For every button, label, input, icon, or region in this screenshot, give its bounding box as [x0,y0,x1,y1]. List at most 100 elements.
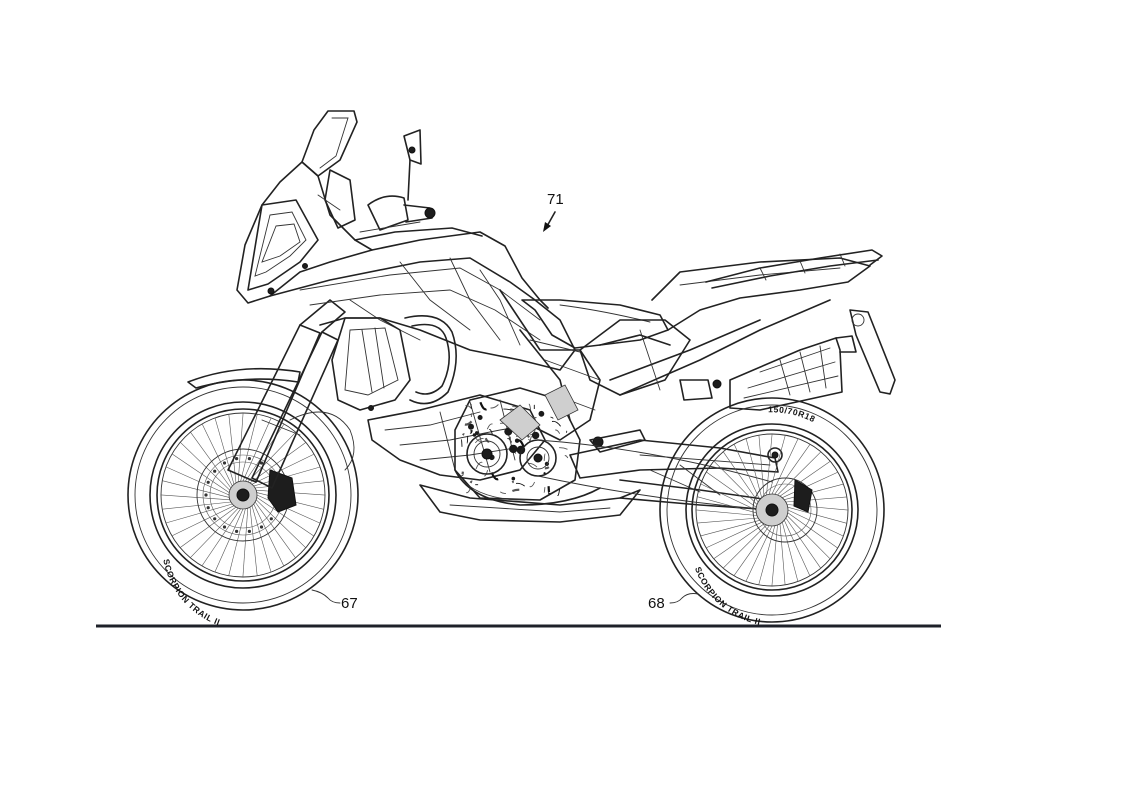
engine-detail-line [464,420,473,426]
engine-detail-line [529,481,536,488]
rear-tire-size: 150/70R18 [768,404,817,424]
engine-detail-line [475,461,483,470]
engine-detail-line [469,429,473,434]
engine-detail-line [559,447,568,450]
wheel-spoke [256,497,315,537]
front-fender [187,367,301,389]
wheel-spoke [787,512,838,549]
wheel-spoke [255,499,307,549]
brake-disc-hole [247,529,251,534]
brake-disc-hole [204,493,208,497]
wheel-spoke [228,508,246,576]
brake-disc-hole [259,525,264,529]
wheel-spoke [189,507,239,559]
wheel-spoke [242,508,249,578]
reference-68: 68 [648,593,699,612]
engine-detail-line [528,462,538,468]
engine-detail-line [469,480,473,484]
engine-detail-line [528,403,532,410]
wheel-spoke [247,431,297,483]
front-fairing [236,110,483,304]
wheel-spoke [774,444,811,495]
engine-detail-bolt [468,423,474,430]
wheel-spoke [697,517,759,524]
reference-67: 67 [311,589,358,612]
wheel-spoke [242,417,272,482]
engine-detail-line [475,437,482,442]
wheel-spoke [784,483,844,500]
wheel-spoke [782,522,799,582]
rear-subframe [579,249,896,411]
brake-disc-hole [259,461,264,465]
front-wheel: SCORPION TRAIL II [127,379,359,627]
brake-disc-hole [222,461,227,465]
engine-detail-bolt [531,431,540,440]
engine-detail-line [461,433,465,436]
wheel-spoke [771,524,778,587]
brake-disc-hole [213,469,217,473]
wheel-spoke [253,503,285,567]
wheel-spoke [214,417,235,485]
engine-detail-line [460,439,463,447]
wheel-spoke [705,522,762,549]
wheel-spoke [162,501,231,510]
fuel-tank-bodywork [269,231,641,523]
reference-numeral-68: 68 [648,595,665,612]
wheel-spoke [165,466,230,496]
engine-detail-line [479,401,487,411]
wheel-spoke [771,438,799,495]
wheel-spoke [758,435,765,497]
wheel-spoke [171,453,230,493]
engine-detail-line [499,491,506,494]
wheel-spoke [733,525,770,576]
engine-detail-line [465,405,472,409]
brake-disc-hole [235,457,239,461]
front-forks [227,299,346,489]
wheel-spoke [713,523,765,560]
wheel-spoke [214,508,244,573]
wheel-spoke [160,494,230,501]
wheel-spoke [165,503,233,524]
reference-71: 71 [543,191,564,232]
wheel-spoke [784,520,811,577]
engine-detail-line [551,420,561,427]
brake-disc-hole [269,517,273,521]
rear-tire-marking: SCORPION TRAIL II [693,565,762,627]
wheel-spoke [201,508,241,567]
engine-detail-line [543,453,546,461]
wheel-spoke [254,501,296,559]
engine-detail-line [555,429,561,434]
wheel-spoke [779,523,786,585]
engine-detail-bolt [472,433,477,437]
wheel-spoke [706,471,757,508]
brake-disc-hole [206,506,210,510]
wheel-spoke [733,443,760,500]
engine-detail-bolt [509,444,518,454]
wheel-spoke [700,483,757,511]
front-tire-marking: SCORPION TRAIL II [161,558,222,627]
wheel-spoke [782,471,839,498]
wheel-spoke [766,433,773,496]
wheel-spoke [785,517,822,569]
wheel-spoke [256,494,321,524]
wheel-spoke [201,423,233,487]
engine-detail-bolt [538,410,545,417]
wheel-spoke [768,435,786,495]
wheel-spoke [251,453,315,485]
wheel-spoke [777,451,822,496]
engine-detail-line [490,404,499,409]
brake-disc-hole [222,525,227,529]
wheel-spoke [722,451,759,503]
engine-detail-line [483,469,489,477]
wheel-spoke [779,460,831,497]
engine-detail-line [466,435,469,444]
wheel-spoke [240,414,258,482]
wheel-spoke [179,506,237,548]
wheel-spoke [249,507,258,576]
engine-detail-line [486,423,493,430]
engine-detail-line [509,436,512,444]
engine-detail-line [474,437,484,444]
brake-disc-hole [235,529,239,534]
engine-detail-line [544,466,550,470]
